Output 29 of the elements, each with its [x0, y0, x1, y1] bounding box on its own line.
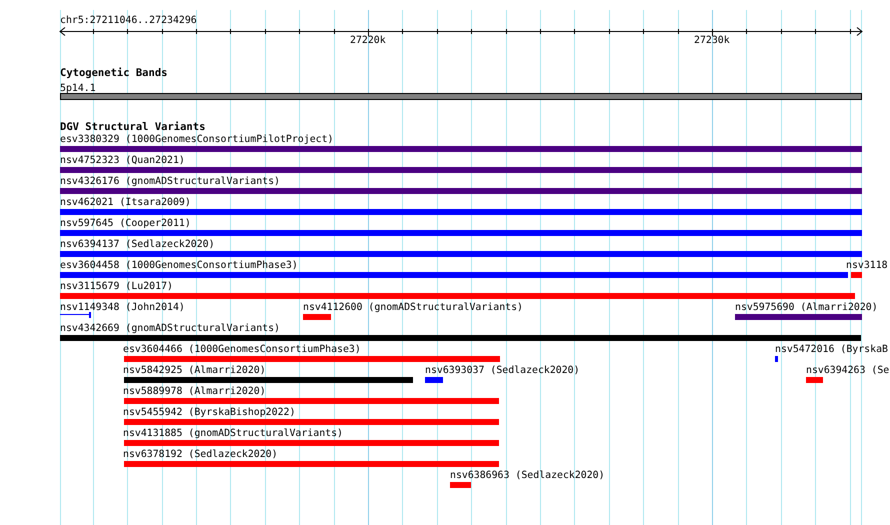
feature-label: nsv5975690 (Almarri2020) — [735, 302, 878, 313]
feature-label: nsv6386963 (Sedlazeck2020) — [450, 470, 605, 481]
feature-label: esv3380329 (1000GenomesConsortiumPilotProject) — [60, 134, 334, 145]
feature-label: nsv597645 (Cooper2011) — [60, 218, 191, 229]
feature-label: nsv5889978 (Almarri2020) — [123, 386, 266, 397]
feature-label: nsv4131885 (gnomADStructuralVariants) — [123, 428, 343, 439]
band-label: 5p14.1 — [60, 83, 96, 94]
feature-label: nsv1149348 (John2014) — [60, 302, 185, 313]
track-title: Cytogenetic Bands — [60, 68, 168, 79]
feature-label: nsv3115679 (Lu2017) — [60, 281, 173, 292]
feature-label: nsv5842925 (Almarri2020) — [123, 365, 266, 376]
feature-label: nsv6393037 (Sedlazeck2020) — [425, 365, 580, 376]
feature-label: nsv5472016 (ByrskaB — [775, 344, 888, 355]
feature-label: esv3604458 (1000GenomesConsortiumPhase3) — [60, 260, 298, 271]
feature-label: nsv4342669 (gnomADStructuralVariants) — [60, 323, 280, 334]
feature-label: nsv4112600 (gnomADStructuralVariants) — [303, 302, 523, 313]
feature-label: nsv3118 — [846, 260, 888, 271]
feature-label: nsv4326176 (gnomADStructuralVariants) — [60, 176, 280, 187]
feature-label: nsv5455942 (ByrskaBishop2022) — [123, 407, 296, 418]
tick-label: 27220k — [350, 35, 386, 46]
feature-label: nsv4752323 (Quan2021) — [60, 155, 185, 166]
feature-label: nsv462021 (Itsara2009) — [60, 197, 191, 208]
feature-label: nsv6378192 (Sedlazeck2020) — [123, 449, 278, 460]
coordinate-range: chr5:27211046..27234296 — [60, 15, 197, 26]
feature-label: esv3604466 (1000GenomesConsortiumPhase3) — [123, 344, 361, 355]
track-title: DGV Structural Variants — [60, 122, 206, 133]
tick-label: 27230k — [694, 35, 730, 46]
feature-label: nsv6394137 (Sedlazeck2020) — [60, 239, 215, 250]
feature-label: nsv6394263 (Se — [806, 365, 890, 376]
